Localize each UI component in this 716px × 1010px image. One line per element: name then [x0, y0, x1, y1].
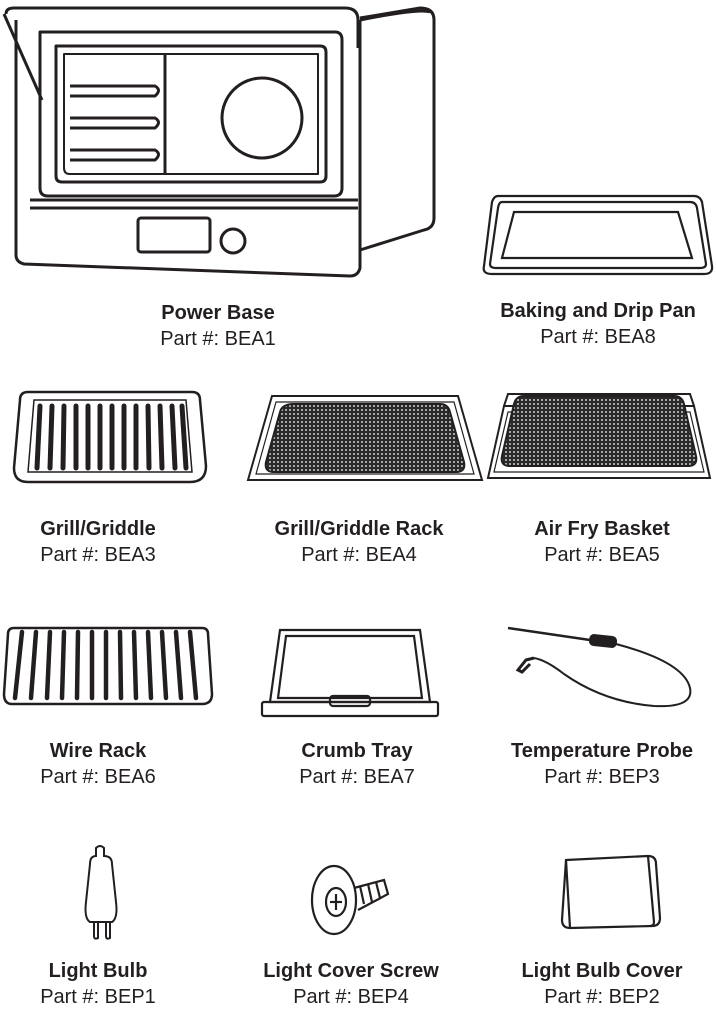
part-label-wire-rack: Wire Rack Part #: BEA6 [0, 738, 228, 790]
part-number: Part #: BEP3 [544, 766, 660, 788]
wire-rack-illustration [2, 624, 214, 708]
part-name: Air Fry Basket [534, 518, 670, 540]
part-name: Temperature Probe [511, 740, 693, 762]
part-number: Part #: BEA7 [299, 766, 415, 788]
part-number: Part #: BEP2 [544, 986, 660, 1008]
part-number: Part #: BEP4 [293, 986, 409, 1008]
light-bulb-illustration [76, 842, 126, 942]
part-number: Part #: BEA6 [40, 766, 156, 788]
light-bulb-cover-illustration [558, 852, 664, 930]
part-name: Crumb Tray [301, 740, 413, 762]
part-name: Light Bulb [48, 960, 148, 982]
grill-griddle-rack-illustration [244, 392, 484, 488]
part-number: Part #: BEA4 [301, 544, 417, 566]
temperature-probe-illustration [504, 622, 704, 722]
part-label-crumb-tray: Crumb Tray Part #: BEA7 [227, 738, 487, 790]
part-number: Part #: BEP1 [40, 986, 156, 1008]
part-name: Grill/Griddle [40, 518, 156, 540]
part-label-grill-griddle: Grill/Griddle Part #: BEA3 [0, 516, 228, 568]
part-name: Light Cover Screw [263, 960, 439, 982]
part-label-baking-and-drip-pan: Baking and Drip Pan Part #: BEA8 [468, 298, 716, 350]
part-name: Power Base [161, 302, 275, 324]
part-label-light-bulb-cover: Light Bulb Cover Part #: BEP2 [472, 958, 716, 1010]
part-name: Light Bulb Cover [521, 960, 683, 982]
part-number: Part #: BEA8 [540, 326, 656, 348]
part-label-grill-griddle-rack: Grill/Griddle Rack Part #: BEA4 [229, 516, 489, 568]
part-label-light-bulb: Light Bulb Part #: BEP1 [0, 958, 228, 1010]
part-number: Part #: BEA1 [160, 328, 276, 350]
baking-and-drip-pan-illustration [478, 190, 716, 282]
part-number: Part #: BEA3 [40, 544, 156, 566]
part-label-temperature-probe: Temperature Probe Part #: BEP3 [472, 738, 716, 790]
crumb-tray-illustration [258, 624, 442, 720]
part-name: Grill/Griddle Rack [274, 518, 444, 540]
part-name: Wire Rack [49, 740, 147, 762]
part-label-air-fry-basket: Air Fry Basket Part #: BEA5 [472, 516, 716, 568]
power-base-illustration [0, 0, 440, 280]
light-cover-screw-illustration [308, 862, 392, 938]
part-number: Part #: BEA5 [544, 544, 660, 566]
part-label-light-cover-screw: Light Cover Screw Part #: BEP4 [221, 958, 481, 1010]
air-fry-basket-illustration [484, 386, 714, 486]
part-label-power-base: Power Base Part #: BEA1 [88, 300, 348, 352]
part-name: Baking and Drip Pan [500, 300, 696, 322]
grill-griddle-illustration [10, 388, 210, 488]
